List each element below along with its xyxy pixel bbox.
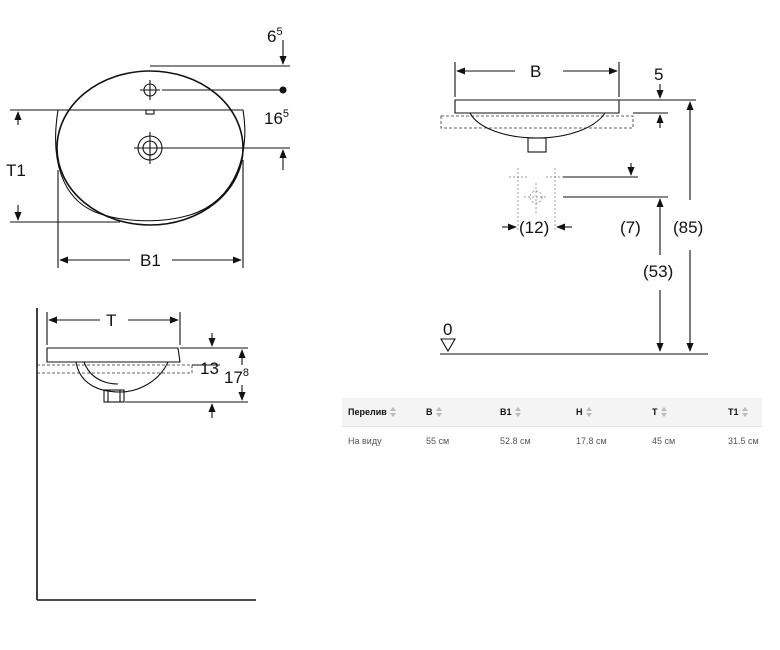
cell-h: 17.8 см (576, 436, 607, 446)
dimensions-table: Перелив B B1 H T T1 На виду 55 см 52.8 с… (342, 398, 762, 455)
countertop-side (36, 364, 193, 374)
floor-marker-icon (440, 338, 456, 353)
basin-inner-bowl (55, 109, 246, 222)
sort-icon[interactable] (741, 407, 749, 418)
dim-12-label: (12) (519, 218, 549, 237)
dim-t-label: T (106, 311, 116, 330)
tap-hole (140, 80, 160, 100)
dim-53-label: (53) (643, 262, 673, 281)
countertop-front (440, 115, 634, 129)
cell-b1: 52.8 см (500, 436, 531, 446)
basin-profile-side (46, 347, 181, 363)
column-header-h[interactable]: H (570, 398, 646, 427)
basin-bowl-side (75, 361, 169, 393)
dim-17-label: 178 (224, 367, 249, 387)
overflow-slot (145, 109, 155, 115)
cell-b: 55 см (426, 436, 450, 446)
sort-icon[interactable] (660, 407, 668, 418)
top-view: 65 165 T1 B1 (6, 26, 290, 270)
drain-outlet-side (103, 389, 125, 403)
drain-outlet-front (527, 137, 547, 153)
cell-t1: 31.5 см (728, 436, 759, 446)
column-header-overflow[interactable]: Перелив (342, 398, 420, 427)
basin-rim-front (454, 99, 620, 114)
dim-85-label: (85) (673, 218, 703, 237)
floor-level-label: 0 (443, 320, 452, 339)
dim-b1-label: B1 (140, 251, 161, 270)
dim-t1-label: T1 (6, 161, 26, 180)
front-view: B 5 (85) (53) (12) (7) 0 (440, 62, 708, 355)
dim-13-label: 13 (200, 359, 219, 378)
basin-bowl-front (469, 112, 606, 139)
dim-7-label: (7) (620, 218, 641, 237)
dim-b-label: B (530, 62, 541, 81)
connection-points (509, 168, 564, 232)
dim-16-label: 165 (264, 108, 289, 128)
cell-t: 45 см (652, 436, 676, 446)
column-header-b1[interactable]: B1 (494, 398, 570, 427)
cell-overflow: На виду (348, 436, 382, 446)
sort-icon[interactable] (585, 407, 593, 418)
table-header-row: Перелив B B1 H T T1 (342, 398, 762, 427)
dim-6-label: 65 (267, 26, 283, 46)
sort-icon[interactable] (389, 407, 397, 418)
sort-icon[interactable] (435, 407, 443, 418)
column-header-b[interactable]: B (420, 398, 494, 427)
dim-5-label: 5 (654, 65, 663, 84)
drain-hole (134, 132, 166, 164)
side-view: T 13 178 (36, 308, 256, 601)
column-header-t[interactable]: T (646, 398, 722, 427)
table-row: На виду 55 см 52.8 см 17.8 см 45 см 31.5… (342, 427, 762, 456)
sort-icon[interactable] (514, 407, 522, 418)
column-header-t1[interactable]: T1 (722, 398, 762, 427)
